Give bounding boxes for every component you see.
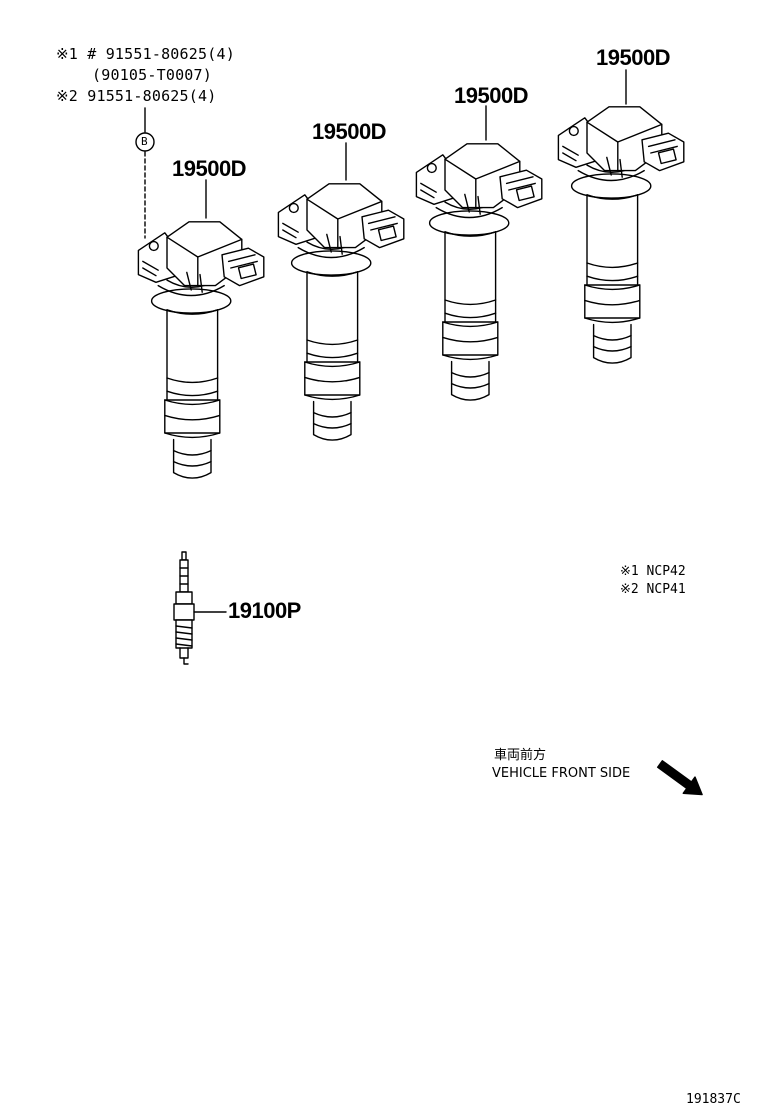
ignition-coil-1 [137, 221, 265, 479]
ignition-coil-2 [277, 183, 405, 441]
ignition-coil-4 [557, 106, 685, 364]
spark-plug [174, 552, 194, 664]
front-direction-arrow-icon [654, 756, 708, 803]
part-number-coil-4: 19500D [596, 45, 671, 70]
part-number-coil-1: 19500D [172, 156, 247, 181]
direction-label-jp: 車両前方 [494, 748, 547, 763]
ignition-coil-3 [415, 143, 543, 401]
part-number-coil-3: 19500D [454, 83, 529, 108]
note-line-3: ※2 91551-80625(4) [56, 87, 217, 105]
part-number-plug: 19100P [228, 598, 301, 623]
direction-label-en: VEHICLE FRONT SIDE [492, 766, 631, 781]
note-line-1: ※1 # 91551-80625(4) [56, 45, 235, 63]
callout-b-letter: B [141, 135, 148, 148]
legend-item-1: ※1 NCP42 [620, 564, 686, 579]
part-number-coil-2: 19500D [312, 119, 387, 144]
figure-id: 191837C [686, 1092, 741, 1107]
callout-b-circle [136, 133, 154, 151]
note-line-2: (90105-T0007) [92, 66, 212, 84]
legend-item-2: ※2 NCP41 [620, 582, 686, 597]
